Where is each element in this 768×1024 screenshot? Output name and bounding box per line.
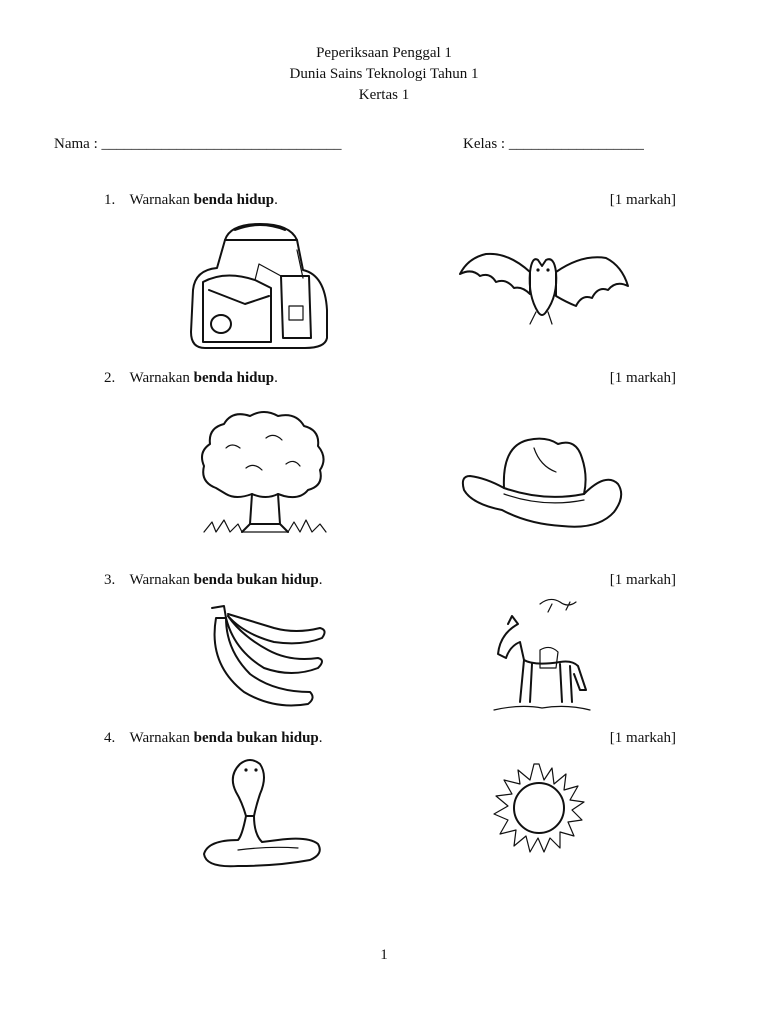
question-keyword: benda bukan hidup bbox=[193, 730, 319, 746]
question-marks: [1 markah] bbox=[609, 572, 676, 588]
question-prefix: Warnakan bbox=[129, 572, 194, 588]
cobra-picture bbox=[198, 756, 326, 874]
exam-header: Peperiksaan Penggal 1 Dunia Sains Teknol… bbox=[0, 43, 768, 106]
question-keyword: benda hidup bbox=[193, 192, 275, 208]
name-field: Nama : ________________________________ bbox=[54, 136, 342, 152]
exam-subject: Dunia Sains Teknologi Tahun 1 bbox=[289, 66, 479, 82]
page-number: 1 bbox=[380, 947, 388, 963]
question-3: 3. Warnakan benda bukan hidup. [1 markah… bbox=[104, 572, 676, 588]
question-number: 4. bbox=[104, 730, 116, 746]
question-number: 1. bbox=[104, 192, 116, 208]
exam-paper: Kertas 1 bbox=[358, 87, 410, 103]
backpack-picture bbox=[185, 220, 335, 352]
class-field: Kelas : __________________ bbox=[463, 136, 644, 152]
question-prefix: Warnakan bbox=[129, 730, 194, 746]
sun-picture bbox=[492, 760, 586, 856]
banana-bunch-picture bbox=[204, 604, 328, 712]
question-prefix: Warnakan bbox=[129, 370, 194, 386]
question-number: 3. bbox=[104, 572, 116, 588]
question-marks: [1 markah] bbox=[609, 192, 676, 208]
bat-picture bbox=[458, 246, 630, 328]
question-marks: [1 markah] bbox=[609, 730, 676, 746]
cowboy-hat-picture bbox=[458, 432, 626, 534]
tree-picture bbox=[196, 408, 331, 540]
question-prefix: Warnakan bbox=[129, 192, 194, 208]
question-keyword: benda bukan hidup bbox=[193, 572, 319, 588]
horse-picture bbox=[490, 594, 594, 718]
question-keyword: benda hidup bbox=[193, 370, 275, 386]
question-1: 1. Warnakan benda hidup. [1 markah] bbox=[104, 192, 676, 208]
question-number: 2. bbox=[104, 370, 116, 386]
exam-title: Peperiksaan Penggal 1 bbox=[316, 45, 452, 61]
question-marks: [1 markah] bbox=[609, 370, 676, 386]
question-4: 4. Warnakan benda bukan hidup. [1 markah… bbox=[104, 730, 676, 746]
question-2: 2. Warnakan benda hidup. [1 markah] bbox=[104, 370, 676, 386]
